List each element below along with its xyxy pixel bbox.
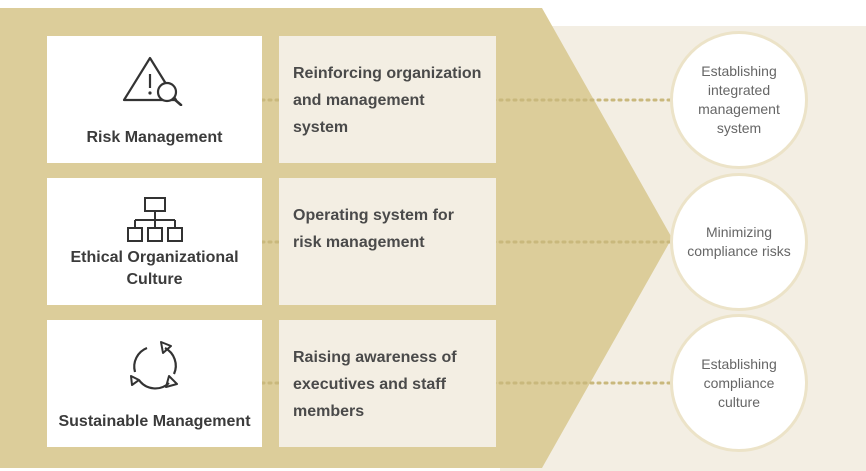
card-label: Risk Management [86, 129, 223, 146]
outcome-text: Minimizing compliance risks [687, 224, 791, 259]
description-box: Operating system for risk management [279, 178, 496, 305]
sustainable-management-card: Sustainable Management [47, 320, 262, 447]
outcome-text: Establishing compliance culture [701, 355, 777, 410]
description-box: Raising awareness of executives and staf… [279, 320, 496, 447]
org-chart-icon [126, 197, 183, 242]
description-box: Reinforcing organization and management … [279, 36, 496, 163]
cycle-arrows-icon [129, 341, 178, 390]
card-label: Sustainable Management [58, 413, 251, 430]
card-label: Ethical Organizational Culture [70, 249, 239, 288]
outcome-circle: Minimizing compliance risks [670, 173, 808, 311]
outcome-text: Establishing integrated management syste… [698, 63, 780, 136]
outcome-circle: Establishing integrated management syste… [670, 31, 808, 169]
description-text: Reinforcing organization and management … [293, 65, 482, 136]
risk-management-card: Risk Management [47, 36, 262, 163]
description-text: Raising awareness of executives and staf… [293, 349, 457, 420]
outcome-circle: Establishing compliance culture [670, 314, 808, 452]
ethical-culture-card: Ethical Organizational Culture [47, 178, 262, 305]
warning-search-icon [122, 56, 182, 106]
description-text: Operating system for risk management [293, 207, 454, 251]
